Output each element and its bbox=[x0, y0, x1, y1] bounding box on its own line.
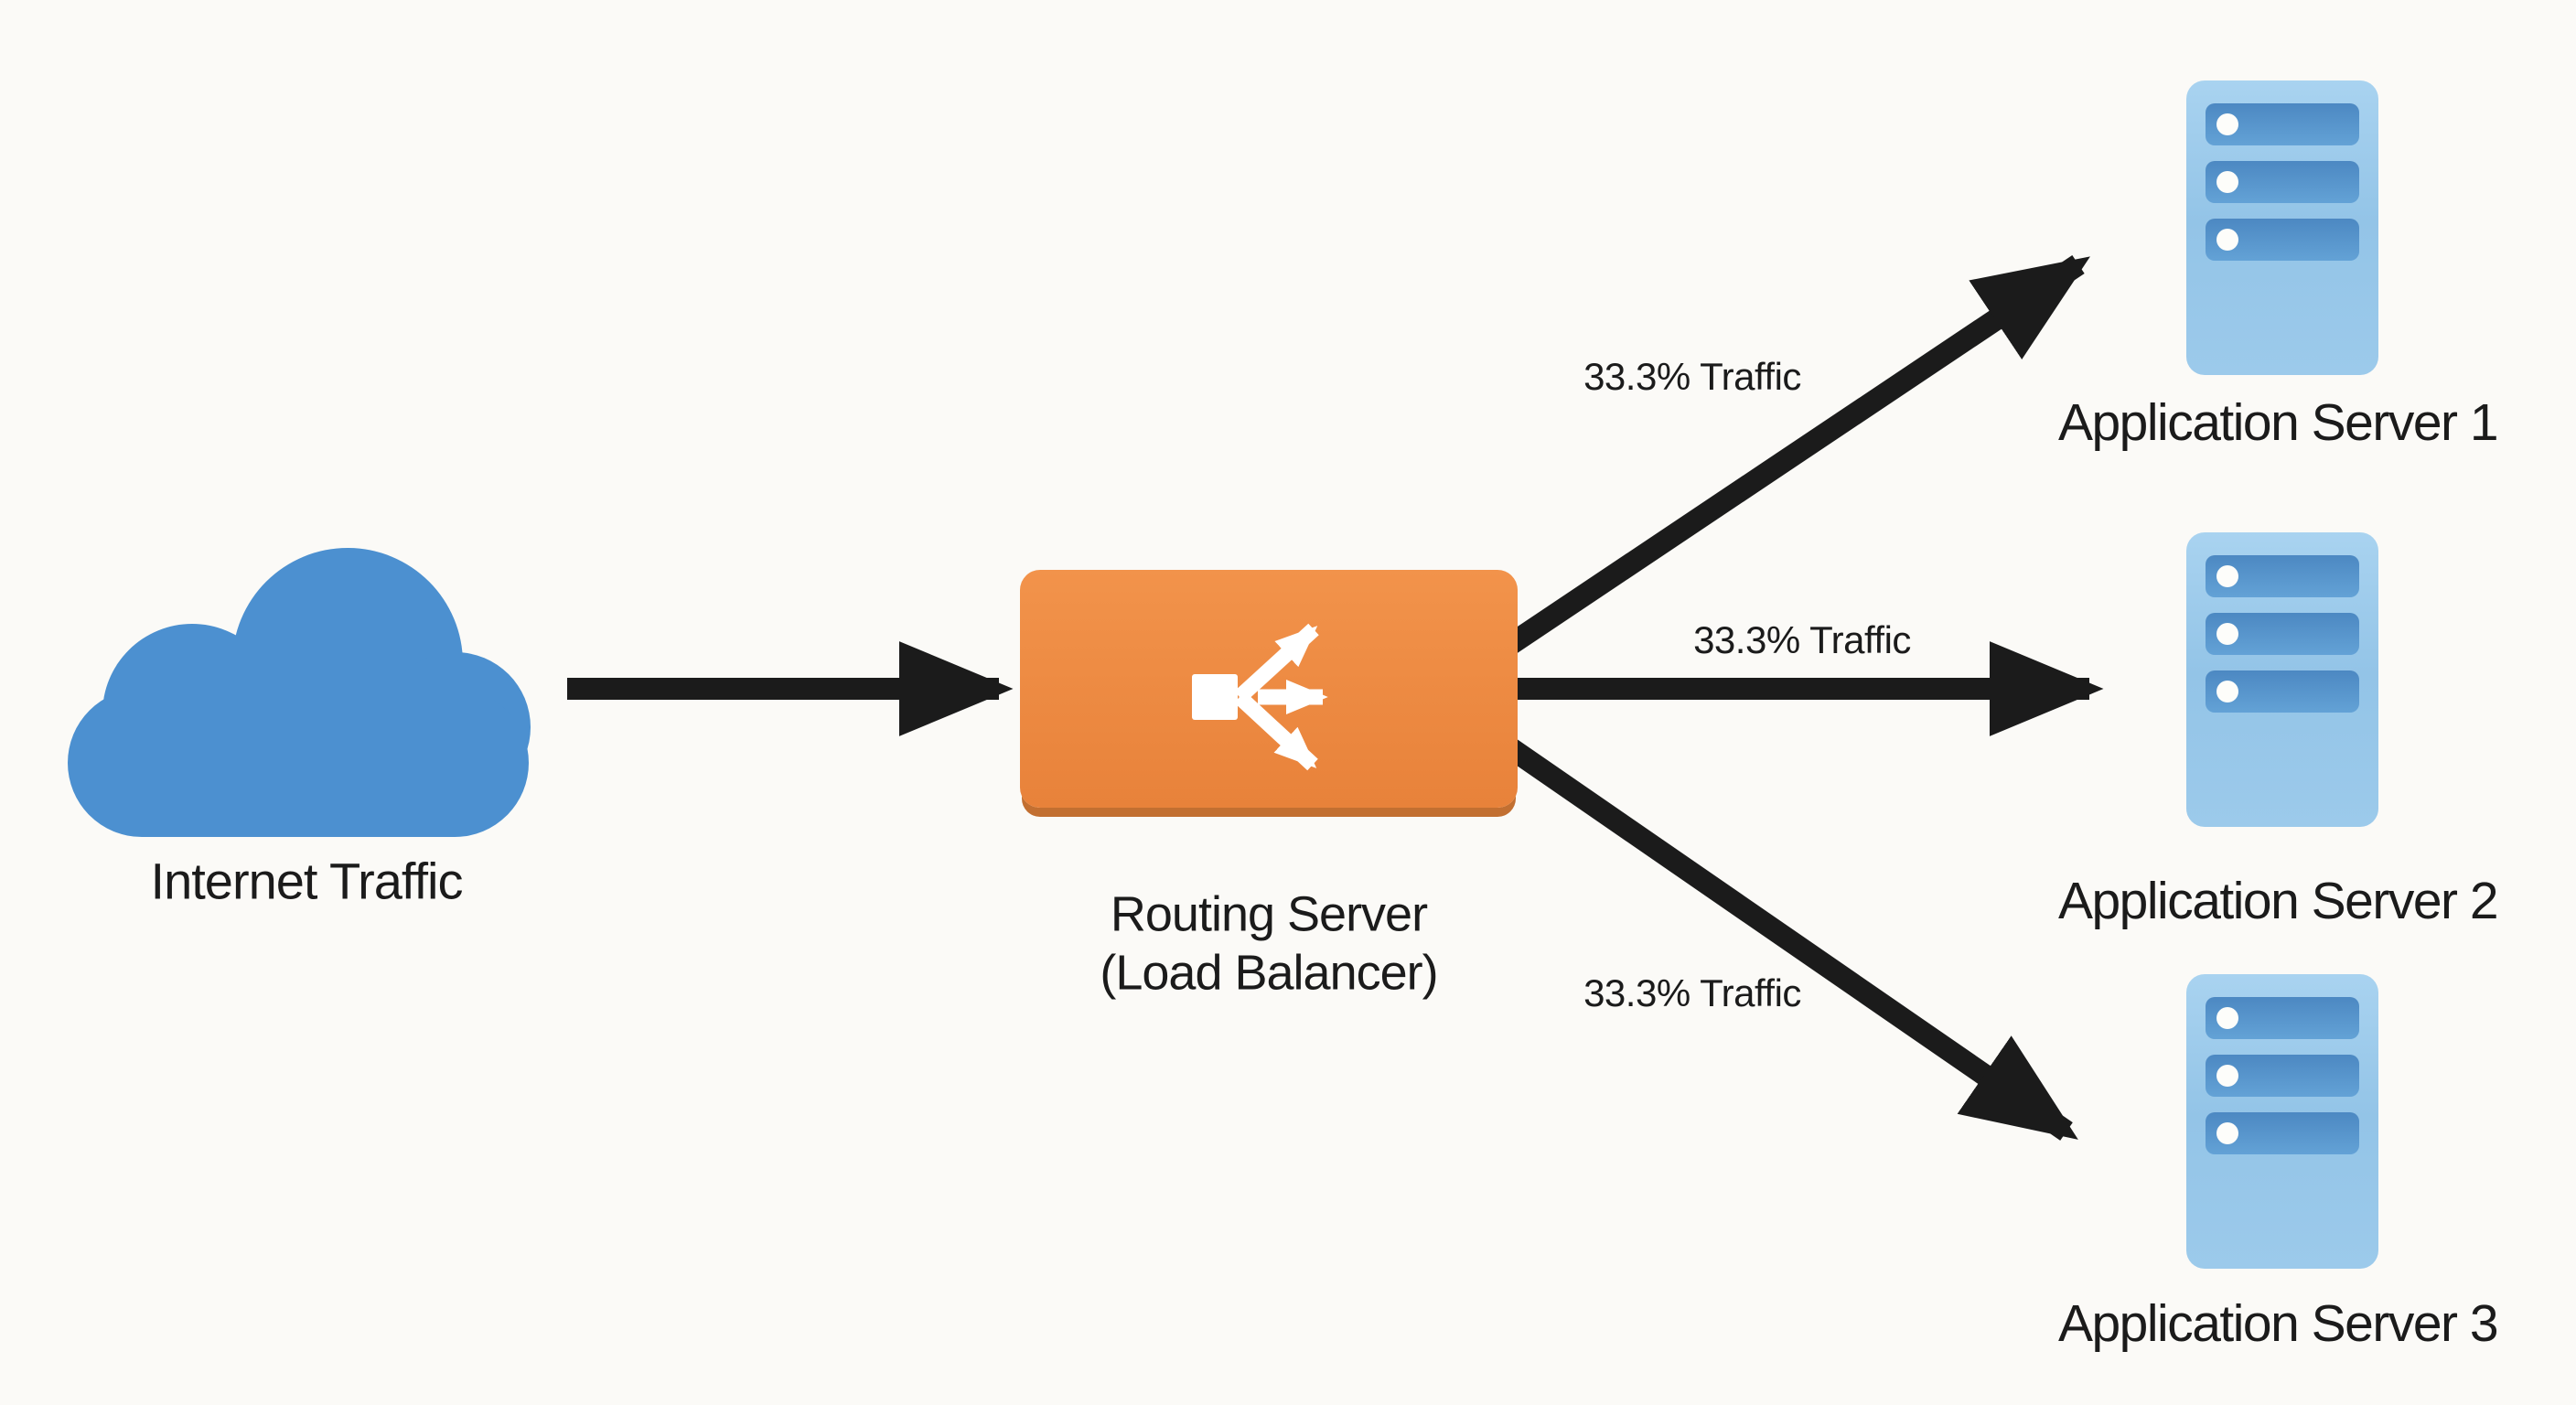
application-server-3-label: Application Server 3 bbox=[2057, 1294, 2499, 1353]
internet-cloud-icon bbox=[68, 548, 531, 837]
slot-led-icon bbox=[2216, 229, 2238, 251]
server-slot bbox=[2206, 555, 2359, 597]
traffic-share-label-1: 33.3% Traffic bbox=[1583, 355, 1801, 398]
routing-server-label: Routing Server (Load Balancer) bbox=[1100, 885, 1438, 1002]
arrow-router-to-server-3 bbox=[1494, 732, 2078, 1141]
server-slot bbox=[2206, 613, 2359, 655]
internet-traffic-label: Internet Traffic bbox=[150, 852, 464, 910]
server-slot bbox=[2206, 161, 2359, 203]
application-server-2-node server-rack-icon bbox=[2186, 532, 2378, 827]
slot-led-icon bbox=[2216, 1065, 2238, 1087]
slot-led-icon bbox=[2216, 681, 2238, 702]
application-server-2-label: Application Server 2 bbox=[2057, 872, 2499, 930]
traffic-share-label-3: 33.3% Traffic bbox=[1583, 971, 1801, 1014]
routing-server-label-line2: (Load Balancer) bbox=[1100, 945, 1438, 1000]
slot-led-icon bbox=[2216, 623, 2238, 645]
server-slot bbox=[2206, 1112, 2359, 1154]
slot-led-icon bbox=[2216, 113, 2238, 135]
slot-led-icon bbox=[2216, 171, 2238, 193]
server-slot bbox=[2206, 997, 2359, 1039]
application-server-1-label: Application Server 1 bbox=[2057, 393, 2499, 452]
application-server-3-node server-rack-icon bbox=[2186, 974, 2378, 1269]
routing-server-label-line1: Routing Server bbox=[1110, 886, 1428, 942]
application-server-1-node server-rack-icon bbox=[2186, 80, 2378, 375]
server-slot bbox=[2206, 1055, 2359, 1097]
arrow-router-to-server-1 bbox=[1494, 255, 2090, 660]
traffic-share-label-2: 33.3% Traffic bbox=[1693, 618, 1911, 661]
branch-arrows-icon bbox=[1192, 623, 1328, 771]
slot-led-icon bbox=[2216, 565, 2238, 587]
slot-led-icon bbox=[2216, 1122, 2238, 1144]
server-slot bbox=[2206, 103, 2359, 145]
server-slot bbox=[2206, 670, 2359, 713]
routing-server-node bbox=[1020, 570, 1518, 808]
slot-led-icon bbox=[2216, 1007, 2238, 1029]
server-slot bbox=[2206, 219, 2359, 261]
